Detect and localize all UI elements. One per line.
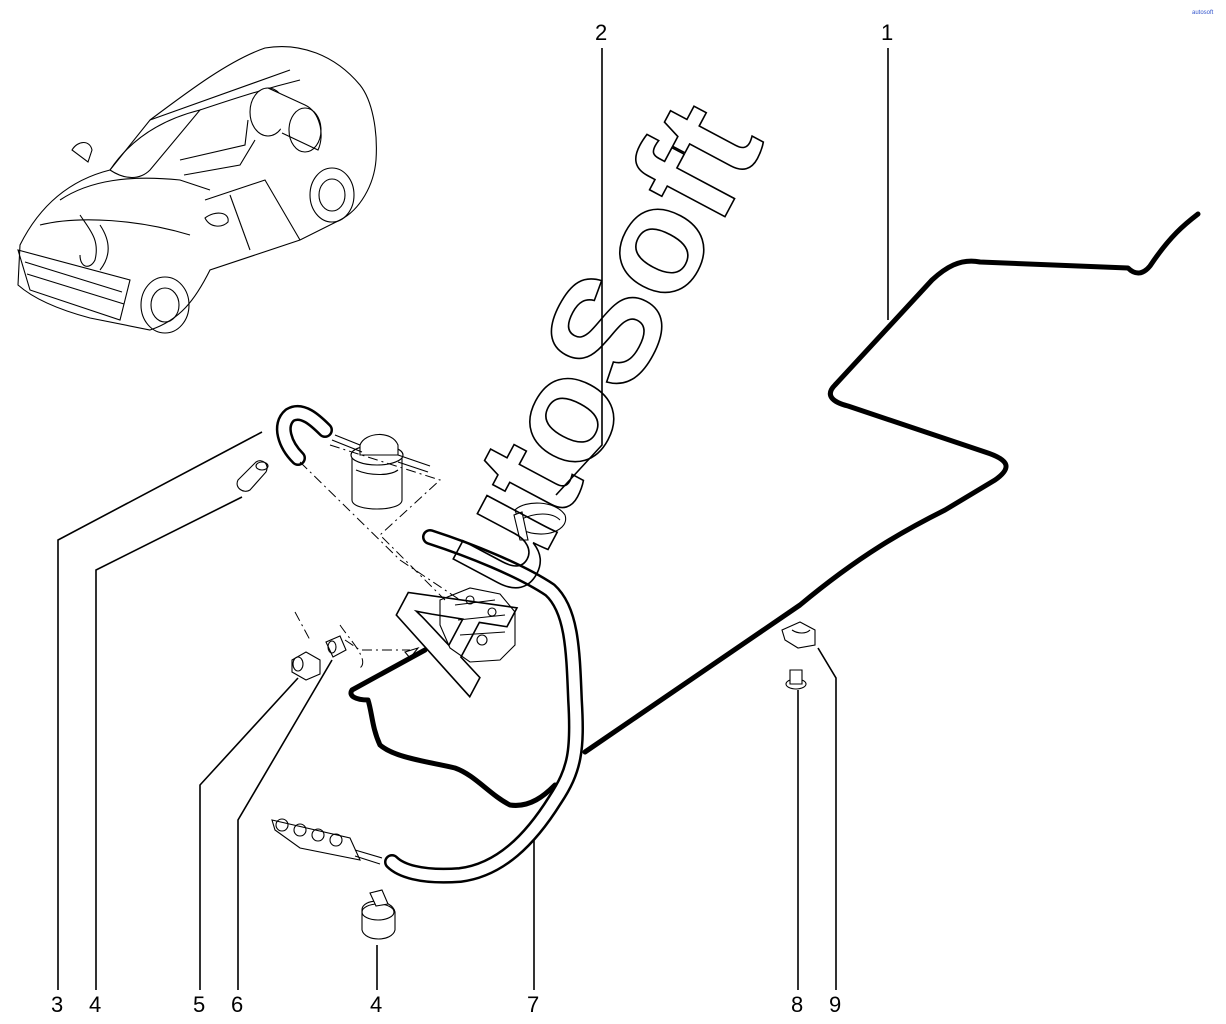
hose-clamp-upper — [513, 502, 567, 541]
fuel-filter — [331, 433, 431, 510]
pipe-clip — [781, 621, 816, 649]
callout-3: 3 — [51, 992, 63, 1017]
plastic-rivet — [785, 669, 807, 690]
callout-1: 1 — [881, 20, 893, 45]
gas-reducer — [439, 587, 516, 663]
callout-7: 7 — [527, 992, 539, 1017]
callout-4-lower: 4 — [370, 992, 382, 1017]
callout-5: 5 — [193, 992, 205, 1017]
callout-9: 9 — [829, 992, 841, 1017]
ferrule-item-6 — [325, 635, 347, 658]
hose-clamp-lower — [361, 889, 396, 940]
callout-6: 6 — [231, 992, 243, 1017]
callout-4-left: 4 — [89, 992, 101, 1017]
callout-2: 2 — [595, 20, 607, 45]
connector-sleeve-upper — [236, 460, 269, 492]
injector-rail — [271, 818, 383, 865]
callout-8: 8 — [791, 992, 803, 1017]
vehicle-locator-illustration — [17, 46, 377, 334]
fuel-pipe-lower — [348, 647, 558, 808]
fuel-pipe-main — [582, 211, 1201, 755]
nut-item-5 — [291, 651, 321, 681]
corner-mark: autosoft — [1192, 10, 1214, 16]
